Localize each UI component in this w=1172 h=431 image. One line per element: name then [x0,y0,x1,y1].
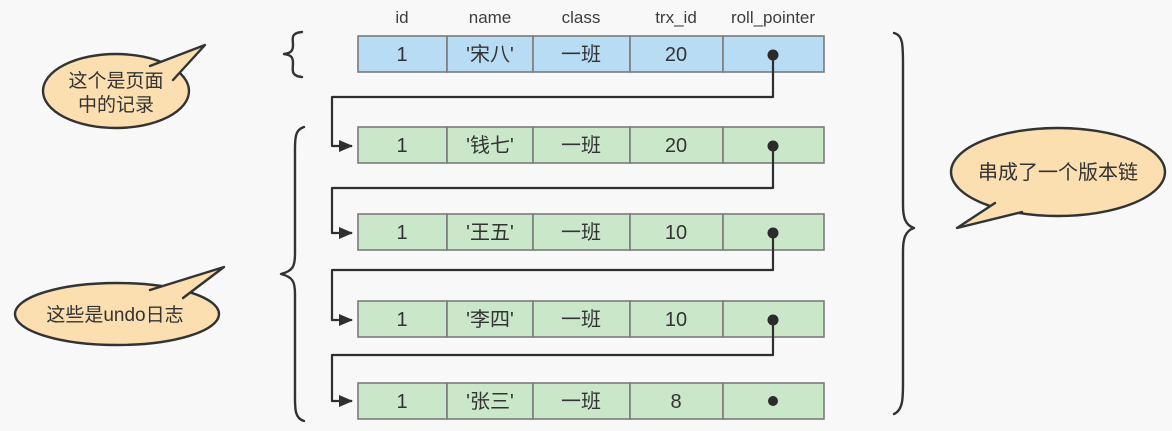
callout-bubble [41,52,191,130]
table-row-undo-1: 1 '钱七' 一班 20 [357,126,825,164]
cell-class [532,126,631,164]
table-row-undo-3: 1 '李四' 一班 10 [357,300,825,338]
callout-text-line1: 这个是页面 [68,70,163,92]
right-brace-version-chain [892,31,916,416]
cell-id-value: 1 [396,135,407,157]
callout-tail [955,201,1024,230]
cell-name [446,35,534,73]
left-brace-page-record [282,30,304,79]
cell-name-value: '王五' [466,222,514,244]
table-row-undo-2: 1 '王五' 一班 10 [357,213,825,251]
cell-name-value: '张三' [466,390,514,413]
callout-bubble [13,281,221,347]
cell-trx-id-value: 8 [670,391,681,413]
cell-name-value: '宋八' [466,43,514,66]
table-row-undo-4: 1 '张三' 一班 8 [357,382,825,420]
cell-id [357,382,448,420]
roll-pointer-dot [768,396,778,406]
roll-pointer-dot [767,227,779,239]
cell-class-value: 一班 [561,308,601,331]
callout-undo-logs: 这些是undo日志 [13,265,226,347]
column-headers: id name class trx_id roll_pointer [395,8,815,27]
callout-version-chain: 串成了一个版本链 [949,126,1167,230]
cell-trx-id-value: 10 [665,309,687,331]
callout-text-line2: 中的记录 [78,94,154,116]
roll-pointer-dot [767,49,779,61]
cell-name [446,382,534,420]
cell-trx-id [629,382,724,420]
callout-text: 这些是undo日志 [46,304,183,326]
callout-page-record: 这个是页面 中的记录 [41,43,207,130]
cell-trx-id [629,300,724,338]
header-class: class [562,8,601,27]
roll-pointer-arrow-1 [330,59,775,152]
cell-id-value: 1 [396,44,407,66]
cell-trx-id [629,35,724,73]
cell-class [532,35,631,73]
cell-class-value: 一班 [561,390,601,413]
cell-trx-id-value: 10 [665,222,687,244]
cell-id-value: 1 [396,222,407,244]
roll-pointer-arrow-3 [330,237,775,326]
roll-pointer-dot [767,314,779,326]
cell-name-value: '李四' [466,308,514,331]
cell-id [357,300,448,338]
cell-class [532,213,631,251]
callout-text: 串成了一个版本链 [978,161,1138,184]
cell-class-value: 一班 [561,43,601,66]
callout-tail [148,43,207,82]
cell-class-value: 一班 [561,221,601,244]
callout-bubble [949,126,1167,218]
header-roll-pointer: roll_pointer [731,8,815,27]
roll-pointer-arrow-2 [330,150,775,239]
roll-pointer-dot [767,140,779,152]
roll-pointer-arrow-4 [330,324,775,407]
cell-name-value: '钱七' [466,134,514,157]
cell-trx-id-value: 20 [665,44,687,66]
cell-trx-id-value: 20 [665,135,687,157]
callout-tail [148,265,226,300]
cell-id-value: 1 [396,391,407,413]
header-id: id [395,8,408,27]
cell-class [532,382,631,420]
table-row-page-record: 1 '宋八' 一班 20 [357,35,825,73]
header-trx-id: trx_id [655,8,697,27]
header-name: name [469,8,512,27]
cell-class [532,300,631,338]
cell-id-value: 1 [396,309,407,331]
left-brace-undo-logs [279,125,306,423]
cell-name [446,213,534,251]
cell-class-value: 一班 [561,134,601,157]
cell-id [357,35,448,73]
